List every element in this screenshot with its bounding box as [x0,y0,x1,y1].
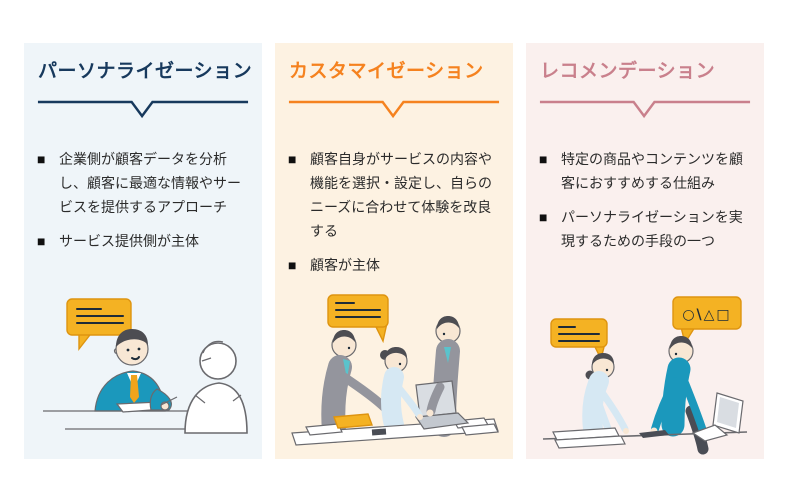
desk-review-scene-icon: ○\△□ [542,296,748,455]
leaning-woman-middle [380,347,408,435]
speech-bubble-icon [550,318,608,362]
hands-on-laptop [394,382,445,420]
bullet-text: 特定の商品やコンテンツを顧客におすすめする仕組み [561,151,743,191]
bullet-square-icon: ■ [288,151,297,167]
laptop-icon [691,392,744,442]
bullet-text: パーソナライゼーションを実現するための手段の一つ [561,209,743,249]
bullet-text: 顧客が主体 [310,257,380,273]
panel-row: パーソナライゼーション ■ 企業側が顧客データを分析し、顧客に最適な情報やサービ… [24,43,764,459]
bullet-list: ■ 企業側が顧客データを分析し、顧客に最適な情報やサービスを提供するアプローチ … [37,147,249,253]
bullet-square-icon: ■ [539,209,548,225]
consultant-figure [94,329,166,412]
panel-title: パーソナライゼーション [38,61,253,82]
bullet-list: ■ 特定の商品やコンテンツを顧客におすすめする仕組み ■ パーソナライゼーション… [539,147,751,253]
title-underline-chevron-icon [37,100,249,119]
bullet-square-icon: ■ [37,233,46,249]
leaning-woman-left [582,353,629,439]
bullet-item: ■ サービス提供側が主体 [37,229,249,253]
tablet-icon [639,430,669,438]
consultation-scene-icon [43,298,248,434]
speech-bubble-symbols-icon: ○\△□ [672,296,742,345]
client-figure [184,340,248,434]
speech-bubble-icon [66,298,132,352]
bullet-text: 企業側が顧客データを分析し、顧客に最適な情報やサービスを提供するアプローチ [59,151,241,215]
book-stack [552,427,626,449]
bullet-list: ■ 顧客自身がサービスの内容や機能を選択・設定し、自らのニーズに合わせて体験を改… [288,147,500,277]
illustration-team-laptop [288,293,500,455]
panel-title: カスタマイゼーション [289,61,484,82]
bullet-square-icon: ■ [288,257,297,273]
bullet-item: ■ 特定の商品やコンテンツを顧客におすすめする仕組み [539,147,751,195]
team-laptop-scene-icon [291,294,499,446]
bullet-text: 顧客自身がサービスの内容や機能を選択・設定し、自らのニーズに合わせて体験を改良す… [310,151,492,239]
bullet-text: サービス提供側が主体 [59,233,199,249]
illustration-consultation [37,293,249,455]
yellow-folder-icon [333,413,373,429]
panel-customization: カスタマイゼーション ■ 顧客自身がサービスの内容や機能を選択・設定し、自らのニ… [275,43,513,459]
bullet-item: ■ 顧客自身がサービスの内容や機能を選択・設定し、自らのニーズに合わせて体験を改… [288,147,500,243]
bubble-symbols-text: ○\△□ [682,307,731,323]
panel-title: レコメンデーション [540,61,716,82]
bullet-square-icon: ■ [37,151,46,167]
bullet-item: ■ パーソナライゼーションを実現するための手段の一つ [539,205,751,253]
illustration-desk-review: ○\△□ [539,293,751,455]
bullet-item: ■ 企業側が顧客データを分析し、顧客に最適な情報やサービスを提供するアプローチ [37,147,249,219]
title-underline-chevron-icon [288,100,500,119]
panel-personalization: パーソナライゼーション ■ 企業側が顧客データを分析し、顧客に最適な情報やサービ… [24,43,262,459]
consultant-arm [149,388,178,411]
title-underline-chevron-icon [539,100,751,119]
bullet-item: ■ 顧客が主体 [288,253,500,277]
panel-recommendation: レコメンデーション ■ 特定の商品やコンテンツを顧客におすすめする仕組み ■ パ… [526,43,764,459]
speech-bubble-icon [327,294,389,344]
bullet-square-icon: ■ [539,151,548,167]
